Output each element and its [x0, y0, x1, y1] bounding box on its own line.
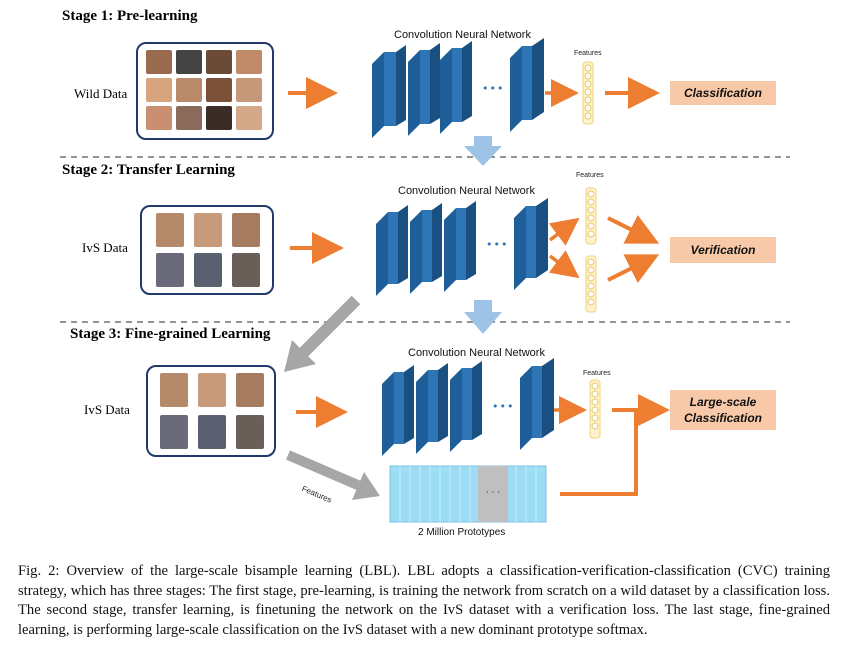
prototypes-ellipsis: · · · [485, 488, 501, 498]
stage2-to-stage3-arrow [464, 300, 502, 334]
output-line-2: Classification [683, 411, 763, 425]
cnn-to-features-up-arrow [548, 217, 580, 246]
ivs-data-label-2: IvS Data [82, 240, 128, 255]
features-down-to-verification-arrow [607, 254, 660, 284]
prototypes-to-output-connector [560, 412, 638, 496]
cnn-ellipsis-1: ••• [482, 82, 505, 95]
feature-vector-2b [585, 255, 597, 313]
cnn-label-2: Convolution Neural Network [398, 185, 535, 197]
stage2-title: Stage 2: Transfer Learning [62, 162, 235, 178]
cnn-label-1: Convolution Neural Network [394, 29, 531, 41]
output-line-1: Large-scale [689, 395, 757, 409]
feature-vector-2a [585, 187, 597, 245]
stage2-data-to-stage3-gray-arrow [284, 295, 361, 372]
ivs-data-photos-3 [146, 365, 276, 457]
classification-output: Classification [670, 81, 776, 105]
ivs-data-label-3: IvS Data [84, 402, 130, 417]
figure-caption: Fig. 2: Overview of the large-scale bisa… [18, 563, 830, 638]
cnn-label-3: Convolution Neural Network [408, 347, 545, 359]
feature-vector-3 [589, 379, 601, 439]
stage3-title: Stage 3: Fine-grained Learning [70, 326, 271, 342]
features-label-2: Features [576, 172, 604, 179]
large-scale-classification-output: Large-scale Classification [670, 390, 776, 430]
stage1-to-stage2-arrow [464, 136, 502, 166]
cnn-stack-1 [372, 38, 544, 138]
stage1-title: Stage 1: Pre-learning [62, 8, 198, 24]
features-up-to-verification-arrow [607, 214, 660, 244]
ivs-data-photos-2 [140, 205, 274, 295]
cnn-to-features-down-arrow [548, 250, 580, 279]
wild-data-photos [136, 42, 274, 140]
prototypes-label: 2 Million Prototypes [418, 527, 506, 538]
wild-data-label: Wild Data [74, 86, 128, 101]
feature-vector-1 [582, 61, 594, 125]
features-label-1: Features [574, 50, 602, 57]
cnn-stack-2 [376, 198, 548, 296]
features-label-3: Features [583, 370, 611, 377]
prototypes-bar [389, 465, 547, 523]
data-to-prototypes-gray-arrow [286, 450, 380, 500]
cnn-ellipsis-3: ••• [492, 400, 515, 413]
cnn-ellipsis-2: ••• [486, 238, 509, 251]
cnn-stack-3 [382, 358, 554, 456]
verification-output: Verification [670, 237, 776, 263]
